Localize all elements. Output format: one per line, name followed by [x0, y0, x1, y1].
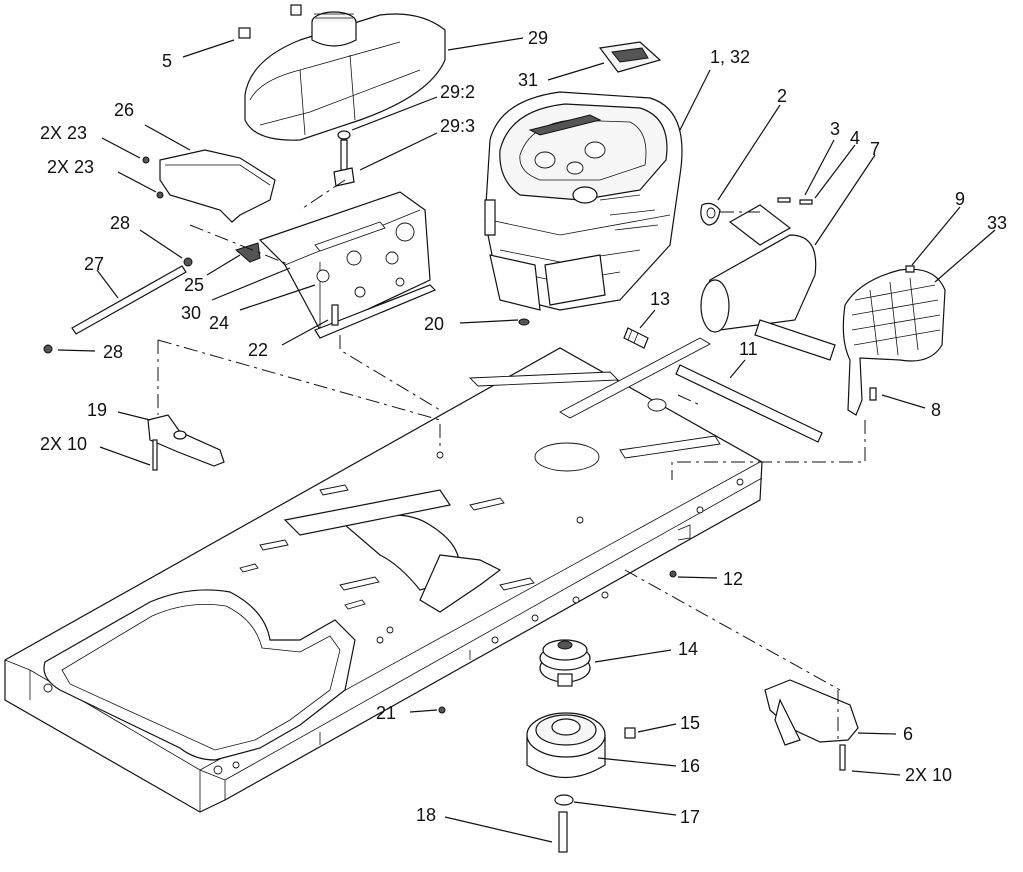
- callout-17: 17: [680, 807, 701, 827]
- callout-9: 9: [955, 189, 966, 209]
- callout-2x10-right: 2X 10: [905, 765, 953, 785]
- callout-12: 12: [723, 569, 744, 589]
- callout-16: 16: [680, 756, 701, 776]
- callout-19: 19: [87, 400, 108, 420]
- callout-2: 2: [777, 86, 788, 106]
- callout-20: 20: [424, 314, 445, 334]
- callout-30: 30: [181, 303, 202, 323]
- callout-7: 7: [870, 139, 881, 159]
- fuel-decal: [598, 41, 662, 73]
- callout-18: 18: [416, 805, 437, 825]
- fuel-tank: [238, 4, 446, 141]
- nut-20: [518, 318, 530, 326]
- callout-21: 21: [376, 703, 397, 723]
- callout-29: 29: [528, 28, 549, 48]
- callout-2x23-lower: 2X 23: [47, 157, 95, 177]
- callout-15: 15: [680, 713, 701, 733]
- callout-26: 26: [114, 100, 135, 120]
- key-15: [624, 727, 636, 739]
- callout-3: 3: [830, 119, 841, 139]
- heat-shield: [842, 265, 946, 416]
- washer-17: [554, 794, 574, 806]
- bracket-26: [142, 149, 276, 223]
- cap-5: [238, 27, 251, 39]
- leader-lines: [57, 37, 996, 843]
- bolt-18: [558, 811, 568, 853]
- callout-11: 11: [739, 339, 758, 359]
- clutch-16: [526, 712, 636, 779]
- callout-13: 13: [650, 289, 671, 309]
- engine: [484, 91, 683, 311]
- callout-31: 31: [518, 70, 539, 90]
- callout-33: 33: [987, 213, 1008, 233]
- nut-12: [669, 570, 677, 578]
- callout-24: 24: [209, 313, 230, 333]
- callout-1-32: 1, 32: [710, 47, 751, 67]
- rod-27: [43, 257, 193, 354]
- pulley-14: [539, 639, 591, 687]
- spring-25: [234, 242, 261, 263]
- fuel-fittings: [333, 130, 355, 187]
- mounting-plate-24: [258, 191, 437, 339]
- muffler: [700, 204, 836, 361]
- callout-14: 14: [678, 639, 699, 659]
- callout-25: 25: [184, 275, 205, 295]
- bracket-6: [764, 679, 859, 771]
- callout-27: 27: [84, 254, 105, 274]
- gasket-bolts: [700, 197, 813, 226]
- callout-22: 22: [248, 340, 269, 360]
- callout-2x23-upper: 2X 23: [40, 123, 88, 143]
- callout-28-lower: 28: [103, 342, 124, 362]
- assembly-lines: [157, 179, 866, 740]
- nut-21: [438, 706, 446, 714]
- callout-29-2: 29:2: [440, 82, 476, 102]
- callout-28-upper: 28: [110, 213, 131, 233]
- callout-4: 4: [850, 128, 861, 148]
- fitting-13: [623, 327, 649, 349]
- bracket-19: [147, 414, 225, 471]
- callout-29-3: 29:3: [440, 116, 476, 136]
- callout-8: 8: [931, 400, 942, 420]
- callout-2x10-left: 2X 10: [40, 434, 88, 454]
- callout-6: 6: [903, 724, 914, 744]
- frame-chassis: [4, 337, 763, 813]
- exhaust-pipe: [675, 364, 823, 443]
- callout-5: 5: [162, 51, 173, 71]
